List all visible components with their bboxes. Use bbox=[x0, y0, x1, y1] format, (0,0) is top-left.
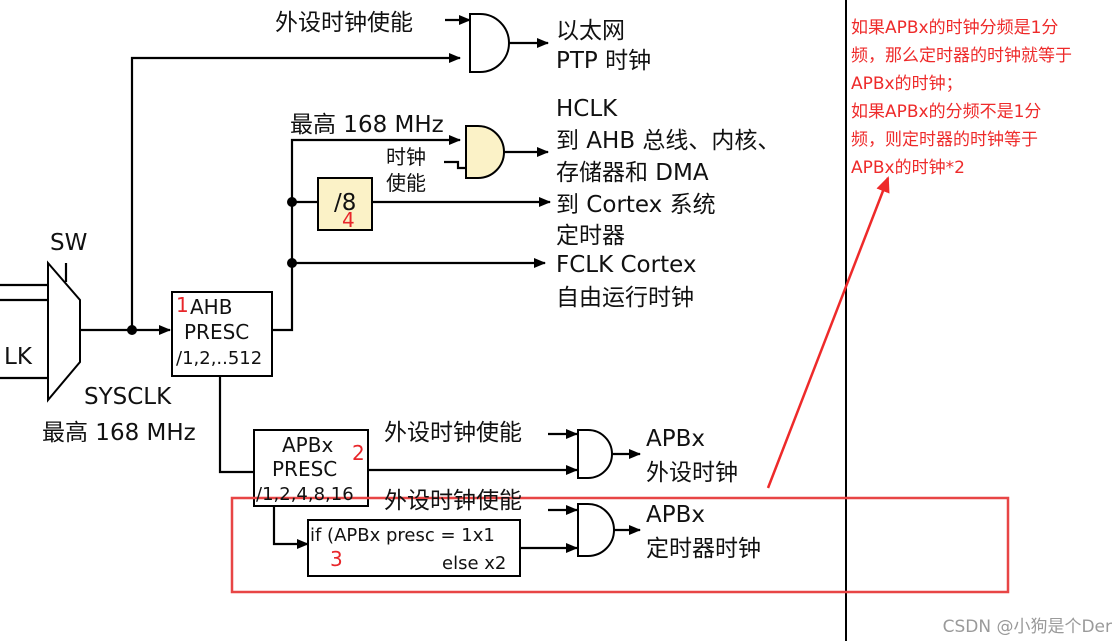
ptp-and-gate bbox=[469, 13, 510, 73]
annotation-line-1: 如果APBx的时钟分频是1分 bbox=[851, 18, 1058, 38]
if-line-1: if (APBx presc = 1x1 bbox=[310, 525, 495, 546]
free-run-label: 自由运行时钟 bbox=[556, 285, 694, 311]
hclk-label: HCLK bbox=[556, 96, 618, 122]
hclk-wire bbox=[272, 135, 461, 332]
apb-periph-and-gate bbox=[577, 429, 613, 479]
highlight-box bbox=[230, 496, 1010, 594]
hclk-and-gate bbox=[465, 125, 505, 179]
marker-4: 4 bbox=[342, 208, 355, 232]
ahb-label-3: /1,2,..512 bbox=[176, 348, 262, 369]
ahb-label-1: AHB bbox=[190, 295, 232, 319]
annotation-arrow bbox=[766, 176, 890, 489]
timer-label: 定时器 bbox=[556, 223, 625, 249]
ahb-label-2: PRESC bbox=[184, 320, 249, 344]
sw-label: SW bbox=[50, 230, 87, 256]
ahb-presc-box bbox=[171, 291, 273, 377]
apbx-label-a: APBx bbox=[646, 426, 705, 452]
if-line-2: else x2 bbox=[442, 553, 506, 574]
lk-label: LK bbox=[4, 344, 33, 370]
apb-label-2: PRESC bbox=[272, 457, 337, 481]
fclk-junction bbox=[287, 258, 297, 268]
to-ahb-label: 到 AHB 总线、内核、 bbox=[556, 128, 780, 154]
apb-label-3: /1,2,4,8,16 bbox=[256, 484, 354, 505]
ptp-clk-label: PTP 时钟 bbox=[556, 48, 651, 74]
apb-wire bbox=[218, 376, 254, 474]
timer-clk-label: 定时器时钟 bbox=[646, 536, 761, 562]
annotation-line-3: APBx的时钟； bbox=[851, 74, 963, 94]
max-168-bottom-label: 最高 168 MHz bbox=[42, 420, 196, 446]
div8-box bbox=[317, 177, 373, 231]
annotation-line-4: 如果APBx的分频不是1分 bbox=[851, 102, 1041, 122]
sw-mux bbox=[47, 260, 81, 403]
apb-timer-and-gate bbox=[577, 503, 615, 557]
clk-en-label-b: 使能 bbox=[386, 171, 426, 195]
fclk-label: FCLK Cortex bbox=[556, 252, 696, 278]
annotation-line-6: APBx的时钟*2 bbox=[851, 158, 965, 178]
marker-1: 1 bbox=[176, 293, 189, 317]
hclk-enable-wire bbox=[444, 160, 466, 170]
periph-clk-en-label-2: 外设时钟使能 bbox=[384, 420, 522, 446]
clk-en-label-a: 时钟 bbox=[386, 145, 426, 169]
apb-label-1: APBx bbox=[282, 433, 333, 457]
marker-2: 2 bbox=[352, 441, 365, 465]
mem-dma-label: 存储器和 DMA bbox=[556, 160, 709, 186]
timer-mult-box bbox=[307, 519, 521, 577]
watermark: CSDN @小狗是个Der bbox=[943, 617, 1112, 637]
periph-clk-label: 外设时钟 bbox=[646, 460, 738, 486]
apb-presc-box bbox=[253, 429, 369, 507]
marker-3: 3 bbox=[330, 547, 343, 571]
ethernet-label: 以太网 bbox=[556, 18, 625, 44]
annotation-line-2: 频，那么定时器的时钟就等于 bbox=[851, 46, 1072, 66]
annotation-line-5: 频，则定时器的时钟等于 bbox=[851, 130, 1038, 150]
periph-clk-en-label-3: 外设时钟使能 bbox=[384, 488, 522, 514]
div8-label: /8 bbox=[334, 190, 356, 216]
max-168-top-label: 最高 168 MHz bbox=[290, 112, 444, 138]
timer-branch-wire bbox=[272, 506, 309, 549]
to-cortex-label: 到 Cortex 系统 bbox=[556, 192, 716, 218]
div8-junction bbox=[287, 197, 297, 207]
periph-clk-en-label-1: 外设时钟使能 bbox=[275, 10, 413, 36]
ptp-wire bbox=[130, 53, 461, 330]
sysclk-label: SYSCLK bbox=[84, 384, 172, 410]
apbx-label-b: APBx bbox=[646, 502, 705, 528]
annotation-text: 如果APBx的时钟分频是1分 频，那么定时器的时钟就等于 APBx的时钟； 如果… bbox=[851, 18, 1072, 178]
